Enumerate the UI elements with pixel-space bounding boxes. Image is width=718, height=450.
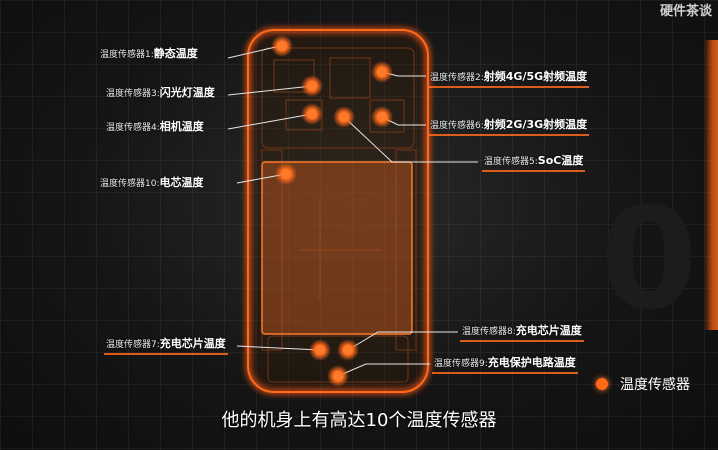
sensor-dot-2 bbox=[371, 61, 393, 83]
edge-glow-decoration bbox=[704, 40, 718, 330]
sensor-label-8: 温度传感器8:充电芯片温度 bbox=[460, 325, 584, 342]
label-underline bbox=[460, 340, 584, 342]
sensor-dot-3 bbox=[301, 75, 323, 97]
label-underline bbox=[428, 134, 590, 136]
sensor-dot-10 bbox=[275, 163, 297, 185]
legend-label: 温度传感器 bbox=[620, 377, 690, 393]
label-underline bbox=[432, 372, 578, 374]
legend-dot-icon bbox=[596, 378, 608, 390]
sensor-label-6: 温度传感器6:射频2G/3G射频温度 bbox=[428, 119, 590, 136]
video-subtitle: 他的机身上有高达10个温度传感器 bbox=[221, 410, 497, 431]
sensor-label-3: 温度传感器3:闪光灯温度 bbox=[106, 86, 215, 100]
sensor-label-10: 温度传感器10:电芯温度 bbox=[100, 176, 204, 190]
label-underline bbox=[428, 86, 590, 88]
sensor-dot-1 bbox=[271, 35, 293, 57]
phone-outline bbox=[247, 29, 429, 393]
sensor-label-9: 温度传感器9:充电保护电路温度 bbox=[432, 357, 578, 374]
battery-block bbox=[261, 161, 413, 335]
sensor-label-5: 温度传感器5:SoC温度 bbox=[482, 155, 586, 172]
sensor-dot-4 bbox=[301, 103, 323, 125]
sensor-dot-6 bbox=[371, 106, 393, 128]
sensor-label-2: 温度传感器2:射频4G/5G射频温度 bbox=[428, 71, 590, 88]
sensor-dots bbox=[271, 35, 393, 387]
sensor-label-1: 温度传感器1:静态温度 bbox=[100, 47, 198, 61]
sensor-label-7: 温度传感器7:充电芯片温度 bbox=[104, 338, 228, 355]
brand-watermark: 硬件茶谈 bbox=[659, 4, 712, 19]
sensor-dot-5 bbox=[333, 106, 355, 128]
background-decoration: 0 bbox=[600, 178, 698, 341]
label-underline bbox=[104, 353, 228, 355]
sensor-label-4: 温度传感器4:相机温度 bbox=[106, 120, 204, 134]
sensor-dot-9 bbox=[327, 365, 349, 387]
internal-components bbox=[261, 47, 417, 383]
sensor-dot-8 bbox=[337, 339, 359, 361]
label-underline bbox=[482, 170, 586, 172]
sensor-dot-7 bbox=[309, 339, 331, 361]
